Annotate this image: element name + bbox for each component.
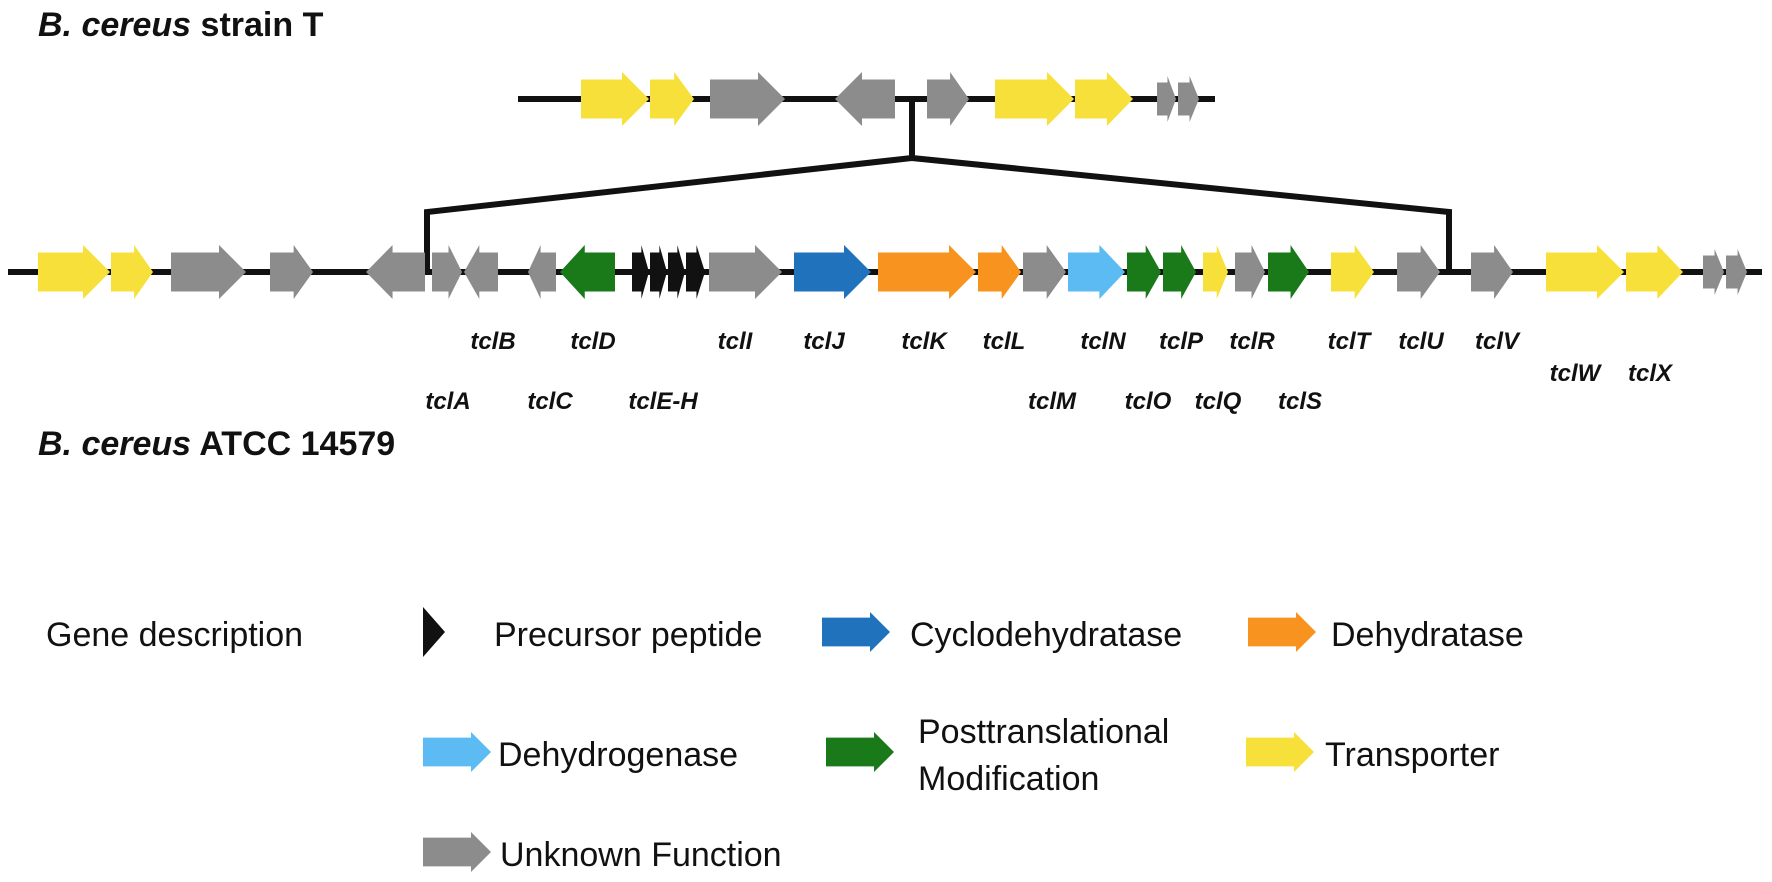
strain-t-title: B. cereus strain T [38, 6, 323, 45]
gene-arrow-tclD [560, 245, 615, 299]
label-tclB: tclB [470, 328, 515, 355]
label-tclS: tclS [1278, 388, 1322, 415]
insertion-connector [424, 99, 1452, 272]
gene-arrow-tclG [668, 245, 685, 299]
atcc-species: B. cereus [38, 425, 192, 463]
gene-arrow [38, 245, 110, 299]
legend-heading: Gene description [46, 616, 303, 654]
atcc-title: B. cereus ATCC 14579 [38, 425, 395, 464]
gene-arrow [1178, 76, 1199, 122]
gene-arrow [111, 245, 153, 299]
legend-precursor-label: Precursor peptide [494, 616, 762, 654]
legend-ptm-label-line1: Posttranslational [918, 713, 1169, 751]
gene-arrow [835, 72, 895, 126]
label-tclJ: tclJ [803, 328, 845, 355]
gene-arrow-tclH [686, 245, 705, 299]
label-tclO: tclO [1125, 388, 1172, 415]
gene-arrow-tclF [650, 245, 667, 299]
label-tclW: tclW [1550, 360, 1603, 387]
legend-cyclodehydratase-label: Cyclodehydratase [910, 616, 1182, 654]
legend-transporter-icon [1246, 732, 1314, 772]
gene-arrow [270, 245, 313, 299]
label-tclK: tclK [901, 328, 948, 355]
gene-arrow [1703, 249, 1724, 295]
gene-arrow-tclQ [1203, 245, 1228, 299]
label-tclU: tclU [1398, 328, 1444, 355]
legend-cyclodehydratase-icon [822, 612, 890, 652]
gene-labels: tclB tclD tclI tclJ tclK tclL tclN tclP … [425, 328, 1674, 415]
strain-t-strain: strain T [200, 6, 324, 44]
gene-arrow [650, 72, 694, 126]
legend-ptm-icon [826, 732, 894, 772]
label-tclN: tclN [1080, 328, 1126, 355]
label-tclQ: tclQ [1195, 388, 1242, 415]
legend: Gene description Precursor peptide Cyclo… [46, 607, 1524, 874]
gene-arrow-tclU [1397, 245, 1440, 299]
gene-arrow-tclE [632, 245, 649, 299]
atcc-arrows [38, 245, 1747, 299]
gene-arrow-tclK [878, 245, 976, 299]
gene-arrow-tclS [1268, 245, 1309, 299]
legend-unknown-label: Unknown Function [500, 836, 782, 874]
gene-arrow-tclR [1235, 245, 1265, 299]
gene-arrow-tclJ [794, 245, 871, 299]
gene-arrow-tclB [464, 245, 498, 299]
gene-arrow [171, 245, 246, 299]
gene-arrow-tclM [1023, 245, 1066, 299]
gene-arrow-tclC [528, 245, 556, 299]
gene-arrow [1726, 249, 1747, 295]
legend-dehydratase-label: Dehydratase [1331, 616, 1524, 654]
gene-arrow [995, 72, 1074, 126]
gene-arrow-tclP [1163, 245, 1196, 299]
atcc-strain: ATCC 14579 [199, 425, 396, 463]
label-tclT: tclT [1328, 328, 1373, 355]
label-tclC: tclC [527, 388, 573, 415]
strain-t-species: B. cereus [38, 6, 192, 44]
gene-arrow [366, 245, 425, 299]
gene-arrow [581, 72, 649, 126]
legend-dehydratase-icon [1248, 612, 1316, 652]
gene-arrow-tclN [1068, 245, 1125, 299]
label-tclM: tclM [1028, 388, 1077, 415]
label-tclV: tclV [1475, 328, 1521, 355]
gene-arrow-tclV [1471, 245, 1513, 299]
label-tclI: tclI [718, 328, 754, 355]
legend-precursor-icon [423, 607, 445, 657]
legend-transporter-label: Transporter [1325, 736, 1499, 774]
gene-arrow-tclT [1331, 245, 1374, 299]
label-tclD: tclD [570, 328, 615, 355]
gene-arrow-tclX [1626, 245, 1683, 299]
gene-arrow-tclW [1546, 245, 1624, 299]
label-tclEH: tclE-H [628, 388, 698, 415]
legend-dehydrogenase-icon [423, 732, 491, 772]
gene-arrow [710, 72, 785, 126]
gene-arrow-tclO [1127, 245, 1161, 299]
label-tclP: tclP [1159, 328, 1204, 355]
legend-dehydrogenase-label: Dehydrogenase [498, 736, 738, 774]
label-tclR: tclR [1229, 328, 1275, 355]
gene-arrow-tclI [709, 245, 782, 299]
gene-arrow-tclL [978, 245, 1021, 299]
strain-t-arrows [581, 72, 1199, 126]
gene-arrow [1157, 76, 1176, 122]
legend-ptm-label-line2: Modification [918, 760, 1099, 798]
gene-arrow [1075, 72, 1133, 126]
legend-unknown-icon [423, 832, 491, 872]
gene-arrow-tclA [432, 245, 462, 299]
label-tclA: tclA [425, 388, 470, 415]
label-tclL: tclL [983, 328, 1026, 355]
gene-arrow [927, 72, 969, 126]
label-tclX: tclX [1628, 360, 1674, 387]
